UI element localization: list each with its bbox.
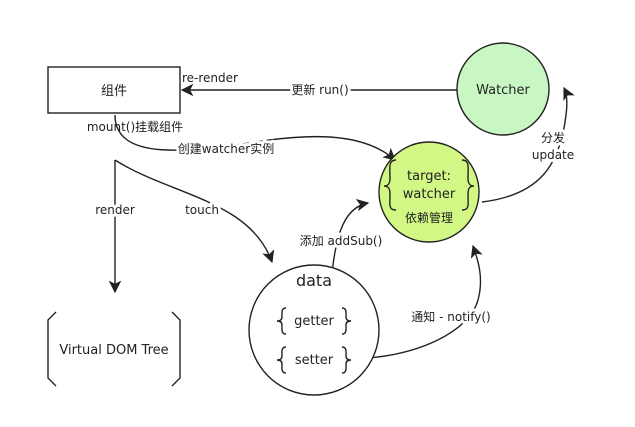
dep-node bbox=[378, 141, 480, 243]
notify-label: 通知 - notify() bbox=[411, 310, 490, 324]
dispatch-label-line1: 分发 bbox=[541, 130, 565, 145]
mount-label: mount()挂载组件 bbox=[87, 120, 183, 134]
edge-dispatch-update bbox=[481, 86, 575, 203]
component-box bbox=[47, 66, 181, 114]
dep-left-brace bbox=[383, 159, 397, 211]
vdom-right-bracket bbox=[171, 311, 181, 387]
vdom-left-bracket bbox=[47, 311, 57, 387]
re-render-label: re-render bbox=[182, 71, 238, 85]
dep-target-line2: watcher bbox=[403, 187, 456, 202]
update-run-label: 更新 run() bbox=[291, 82, 348, 97]
add-sub-label: 添加 addSub() bbox=[300, 234, 383, 248]
edge-notify bbox=[347, 244, 483, 360]
create-watcher-label: 创建watcher实例 bbox=[178, 141, 274, 156]
dep-mgmt-label: 依赖管理 bbox=[405, 210, 453, 225]
watcher-label: Watcher bbox=[476, 83, 530, 98]
edge-create-watcher bbox=[114, 114, 396, 161]
setter-right-brace bbox=[341, 346, 352, 374]
dep-right-brace bbox=[461, 159, 475, 211]
getter-right-brace bbox=[341, 307, 352, 335]
edge-touch bbox=[114, 159, 275, 264]
data-label: data bbox=[296, 271, 332, 290]
vdom-label: Virtual DOM Tree bbox=[59, 343, 168, 358]
render-label: render bbox=[95, 203, 135, 217]
component-label: 组件 bbox=[101, 84, 127, 99]
touch-label: touch bbox=[185, 203, 219, 217]
setter-left-brace bbox=[276, 346, 287, 374]
dep-target-line1: target: bbox=[407, 169, 451, 184]
watcher-node bbox=[456, 42, 550, 136]
setter-label: setter bbox=[295, 353, 334, 368]
getter-left-brace bbox=[276, 307, 287, 335]
getter-label: getter bbox=[294, 314, 334, 329]
dispatch-label-line2: update bbox=[532, 148, 574, 162]
